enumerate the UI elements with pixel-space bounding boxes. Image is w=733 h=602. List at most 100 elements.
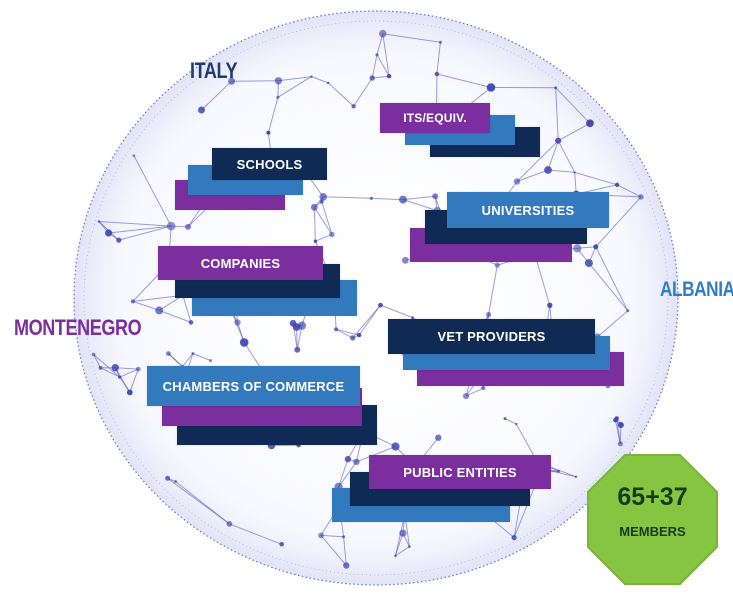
network-node: [399, 195, 407, 204]
network-node: [188, 320, 194, 325]
network-node: [294, 346, 301, 353]
network-link: [115, 367, 139, 370]
network-node: [408, 545, 411, 548]
network-node: [573, 171, 576, 174]
network-link: [119, 368, 139, 378]
network-link: [132, 300, 160, 311]
network-node: [586, 119, 594, 128]
companies-label: COMPANIES: [200, 255, 281, 271]
network-link: [534, 254, 551, 306]
network-node: [547, 302, 553, 308]
country-label-italy: ITALY: [190, 58, 238, 83]
network-link: [588, 262, 629, 312]
network-node: [329, 231, 335, 238]
members-count: 65+37: [617, 483, 688, 511]
network-node: [353, 458, 360, 465]
vet-providers-label: VET PROVIDERS: [437, 329, 546, 344]
network-node: [185, 223, 191, 230]
network-node: [593, 244, 599, 250]
network-node: [391, 442, 400, 451]
network-node: [411, 316, 414, 319]
network-node: [351, 104, 356, 109]
network-link: [574, 172, 577, 195]
schools-card-navy: [212, 148, 327, 180]
network-link: [159, 309, 192, 323]
network-link: [182, 295, 192, 323]
network-node: [318, 532, 324, 539]
network-link: [616, 184, 642, 198]
network-link: [555, 87, 559, 141]
network-link: [313, 207, 333, 235]
network-link: [321, 201, 333, 235]
network-link: [167, 477, 230, 525]
network-node: [342, 535, 346, 539]
network-node: [486, 83, 496, 92]
network-link: [133, 155, 172, 227]
country-label-montenegro: MONTENEGRO: [14, 315, 142, 340]
network-link: [596, 310, 629, 338]
network-link: [555, 87, 591, 124]
network-link: [557, 122, 591, 142]
network-node: [378, 302, 383, 308]
network-link: [93, 354, 121, 378]
network-link: [376, 54, 390, 77]
network-node: [379, 29, 387, 38]
network-link: [311, 76, 329, 84]
network-node: [174, 480, 178, 483]
network-link: [516, 169, 549, 182]
network-link: [382, 33, 390, 77]
network-link: [436, 42, 441, 75]
network-node: [279, 542, 285, 547]
network-link: [315, 233, 333, 242]
network-node: [557, 469, 560, 473]
universities-label: UNIVERSITIES: [481, 202, 575, 218]
network-node: [494, 262, 500, 268]
members-badge: [587, 454, 718, 585]
network-node: [97, 220, 101, 223]
network-node: [116, 237, 122, 243]
network-node: [614, 182, 620, 187]
network-node: [573, 244, 582, 253]
network-node: [386, 74, 392, 79]
network-node: [266, 130, 271, 135]
network-link: [343, 536, 347, 566]
network-link: [548, 465, 577, 478]
network-link: [118, 225, 172, 241]
network-link: [358, 304, 381, 336]
network-link: [547, 140, 559, 171]
network-node: [617, 441, 623, 447]
vet-card-navy: [388, 319, 595, 354]
network-node: [334, 327, 339, 332]
network-link: [108, 225, 172, 234]
network-link: [547, 169, 575, 173]
network-link: [372, 75, 390, 79]
network-link: [182, 353, 194, 367]
companies-card-purple: [158, 246, 323, 280]
schools-label: SCHOOLS: [236, 156, 303, 172]
network-node: [111, 364, 120, 372]
network-node: [503, 417, 507, 421]
network-node: [319, 199, 324, 204]
network-node: [369, 196, 374, 200]
network-link: [201, 80, 232, 111]
network-node: [574, 475, 578, 479]
network-node: [438, 40, 442, 44]
network-link: [267, 97, 279, 133]
globe-outline: [73, 10, 679, 586]
network-node: [375, 53, 379, 57]
network-node: [228, 77, 236, 85]
network-link: [574, 171, 618, 186]
network-node: [584, 259, 593, 268]
network-link: [371, 197, 404, 201]
network-node: [327, 81, 330, 85]
globe-inner-outline: [83, 20, 669, 576]
network-node: [432, 193, 439, 200]
members-label: MEMBERS: [619, 524, 686, 539]
chambers-of-commerce-label: CHAMBERS OF COMMERCE: [162, 378, 345, 394]
network-node: [135, 366, 141, 372]
public-card-purple: [369, 455, 551, 489]
universities-card-blue: [447, 192, 609, 228]
network-link: [98, 221, 172, 227]
network-link: [277, 76, 312, 98]
network-link: [382, 33, 441, 43]
